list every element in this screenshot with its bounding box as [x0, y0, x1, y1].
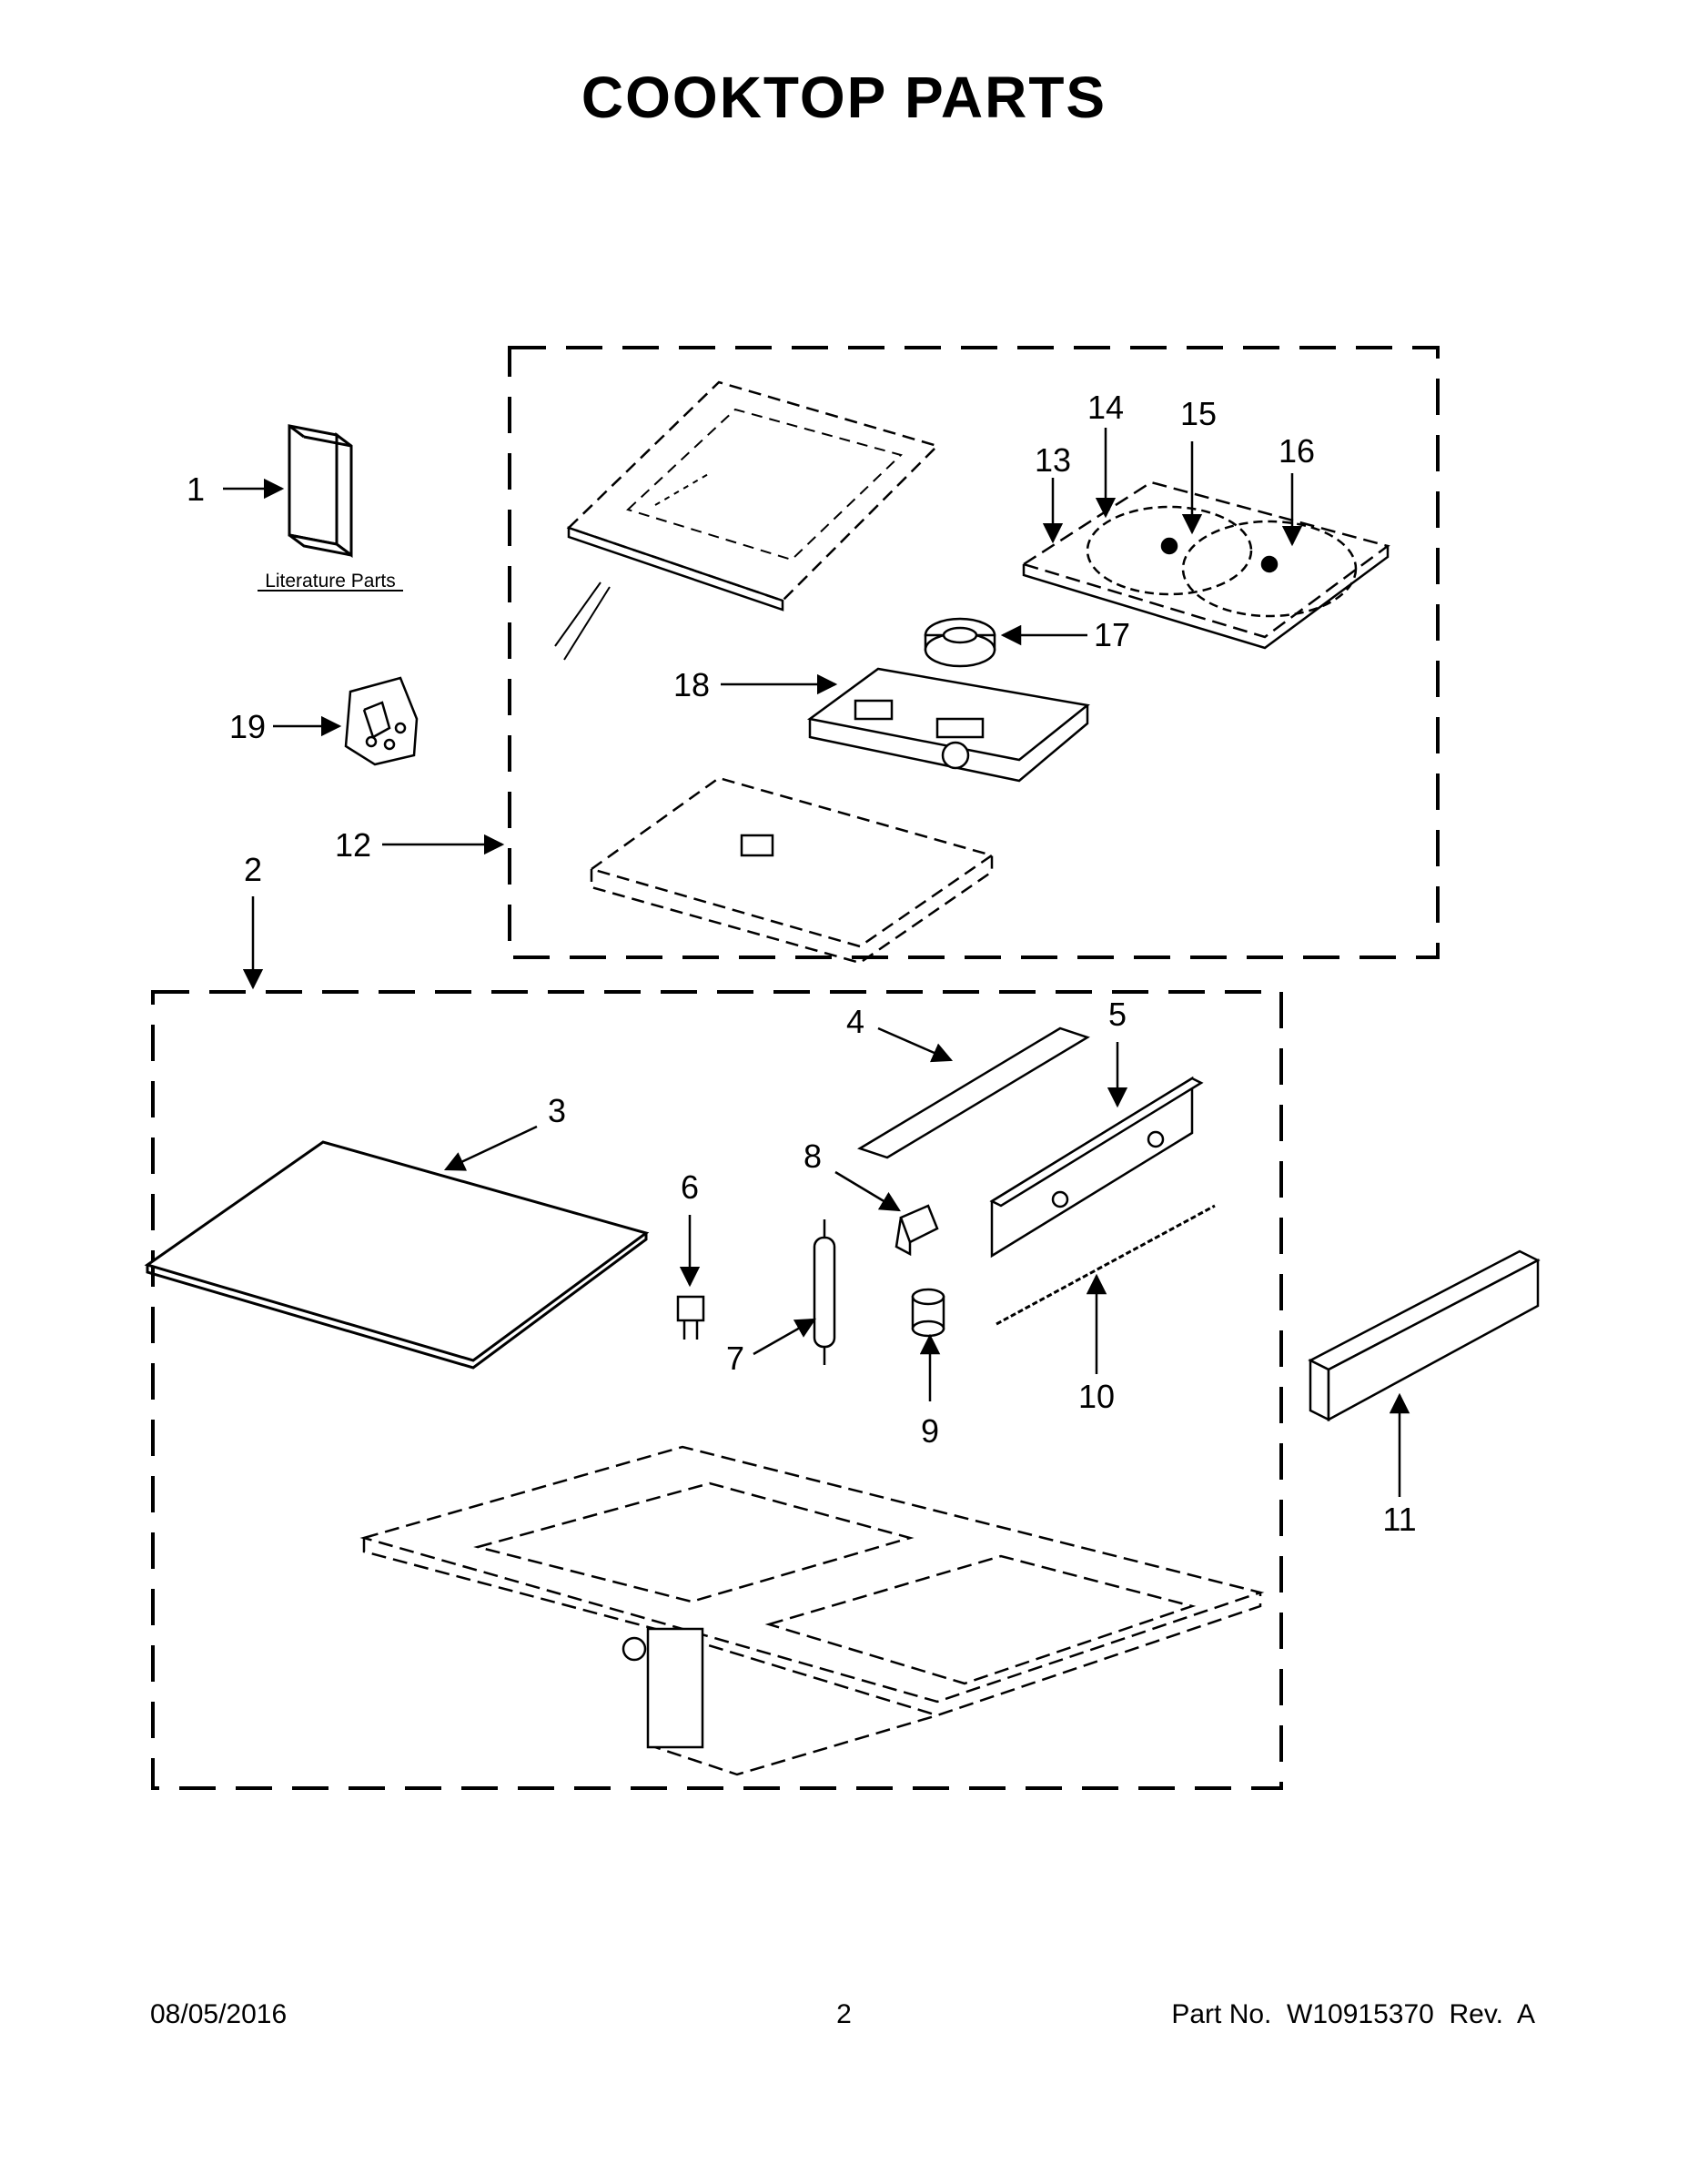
trim-rod-part	[996, 1204, 1216, 1326]
literature-parts-booklet	[288, 424, 353, 558]
ceramic-glass-top-panel	[554, 380, 940, 661]
footer-page-number: 2	[836, 1999, 852, 2029]
callout-17: 17	[1094, 616, 1130, 653]
knob-part	[911, 1288, 945, 1338]
callout-19: 19	[229, 708, 266, 745]
callout-13: 13	[1035, 441, 1071, 479]
callout-14: 14	[1087, 389, 1124, 426]
footer-part-number: Part No. W10915370 Rev. A	[1171, 1999, 1535, 2029]
literature-parts-label: Literature Parts	[265, 571, 396, 592]
control-board-part	[806, 667, 1090, 783]
assembly-12-boundary	[508, 346, 1440, 959]
callout-2: 2	[244, 851, 262, 888]
control-panel-part	[989, 1076, 1204, 1259]
callout-12: 12	[335, 826, 371, 864]
induction-coil-tray	[1021, 480, 1390, 650]
switch-part	[676, 1295, 705, 1340]
callout-1: 1	[187, 470, 205, 508]
cooktop-glass-panel	[144, 1140, 650, 1370]
cooktop-housing-tray	[589, 776, 995, 965]
assembly-2-boundary	[151, 990, 1283, 1790]
callout-3: 3	[548, 1092, 566, 1129]
callout-11: 11	[1382, 1501, 1416, 1538]
callout-5: 5	[1108, 996, 1127, 1033]
callout-4: 4	[846, 1003, 864, 1040]
vent-grille-part	[1308, 1249, 1541, 1422]
page-title: COOKTOP PARTS	[581, 65, 1107, 130]
callout-8: 8	[804, 1138, 822, 1175]
control-panel-strip-part	[857, 1026, 1090, 1159]
leader-lines	[223, 428, 1410, 1497]
footer-date: 08/05/2016	[150, 1999, 288, 2029]
callout-6: 6	[681, 1168, 699, 1206]
callout-7: 7	[726, 1340, 744, 1377]
bottom-frame-bracket	[622, 1627, 704, 1749]
callout-18: 18	[673, 666, 710, 703]
callout-9: 9	[921, 1412, 939, 1450]
latch-part	[895, 1204, 939, 1257]
callout-10: 10	[1078, 1378, 1115, 1415]
mounting-bracket-part	[344, 676, 419, 766]
callout-15: 15	[1180, 395, 1217, 432]
cooling-fan-part	[924, 617, 996, 668]
cooktop-bottom-frame	[359, 1445, 1265, 1776]
gas-spring-part	[813, 1219, 836, 1365]
callout-16: 16	[1279, 432, 1315, 470]
